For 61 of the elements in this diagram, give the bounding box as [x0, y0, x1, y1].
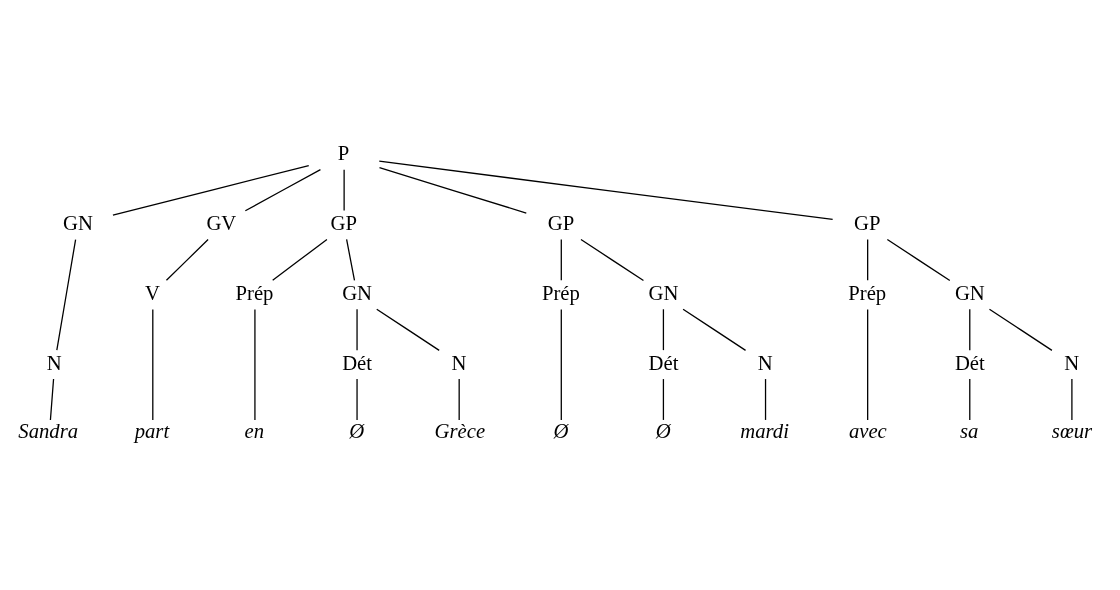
connector — [458, 378, 460, 421]
connector — [152, 308, 154, 421]
node-text: Dét — [342, 351, 373, 374]
connector — [49, 378, 55, 421]
connector — [662, 378, 665, 421]
connector — [356, 308, 358, 351]
node-text: GN — [342, 281, 373, 304]
connector — [969, 378, 971, 421]
connector — [764, 378, 767, 421]
connector — [1071, 378, 1073, 421]
connector — [662, 308, 665, 351]
connector — [376, 308, 440, 351]
connector — [560, 238, 562, 281]
node-text: Prép — [235, 281, 274, 304]
node-text: GP — [547, 212, 575, 235]
node-text: GN — [954, 281, 985, 304]
node-text: en — [244, 420, 265, 443]
node-text: Prép — [848, 281, 887, 304]
connector — [345, 238, 356, 281]
node-text: N — [451, 351, 467, 374]
node-text: sa — [960, 420, 979, 443]
node-text: GP — [330, 212, 357, 235]
connector — [356, 378, 358, 421]
node-text: Sandra — [18, 420, 79, 443]
node-text: sœur — [1051, 420, 1093, 443]
connector — [560, 308, 562, 421]
connector — [580, 238, 645, 282]
node-text: Ø — [349, 420, 365, 443]
node-text: mardi — [740, 420, 789, 443]
node-text: avec — [848, 420, 887, 443]
connector — [867, 308, 869, 421]
node-text: P — [337, 142, 350, 165]
node-text: GV — [206, 212, 237, 235]
connector — [343, 169, 345, 212]
connector — [969, 308, 971, 351]
connector — [988, 308, 1053, 351]
connector — [682, 308, 747, 351]
node-text: Dét — [954, 351, 985, 374]
connector — [867, 238, 869, 281]
node-text: part — [134, 420, 170, 443]
node-text: V — [145, 281, 160, 304]
connector — [56, 238, 77, 351]
connector — [112, 164, 310, 216]
connector — [254, 308, 256, 421]
node-text: N — [1064, 351, 1080, 374]
connector — [165, 238, 209, 281]
connector — [886, 238, 951, 282]
connector — [272, 238, 328, 281]
node-text: GP — [854, 212, 881, 235]
connector — [244, 169, 322, 212]
node-text: Ø — [553, 420, 569, 443]
node-text: Prép — [541, 281, 580, 304]
node-text: Grèce — [434, 420, 486, 443]
connector — [378, 160, 834, 221]
node-text: GN — [62, 212, 93, 235]
node-text: GN — [648, 281, 679, 304]
node-text: N — [757, 351, 773, 374]
node-text: Ø — [655, 420, 671, 443]
node-text: Dét — [648, 351, 679, 374]
node-text: N — [46, 351, 62, 374]
connector — [378, 167, 527, 214]
